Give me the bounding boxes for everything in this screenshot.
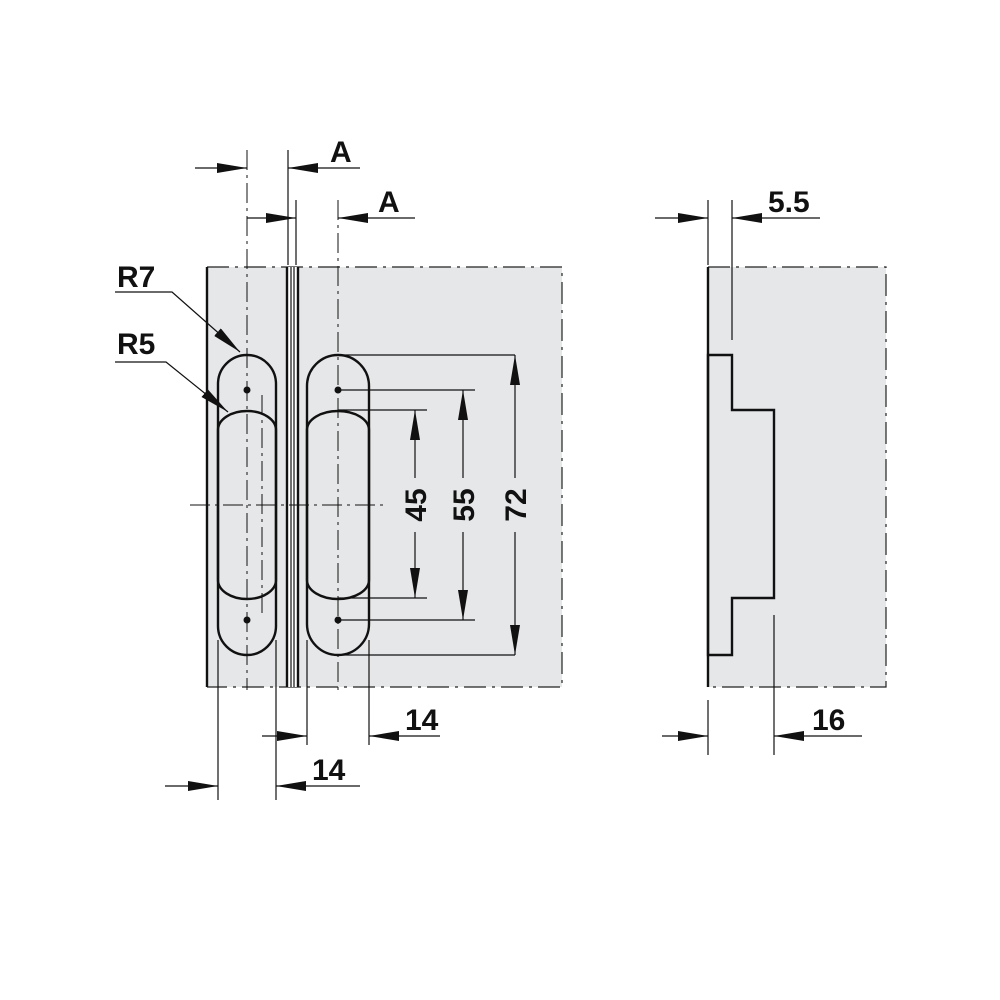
dim-55-label: 55 <box>448 488 481 521</box>
dim-a-top-label: A <box>330 136 352 169</box>
door-panel <box>207 267 562 687</box>
radius-r5-label: R5 <box>117 328 155 361</box>
side-cutout <box>706 353 776 657</box>
side-panel <box>708 267 886 687</box>
panel-outline <box>207 266 563 688</box>
dim-14-right-label: 14 <box>405 704 439 737</box>
dim-16-label: 16 <box>812 704 845 737</box>
dim-72-label: 72 <box>500 488 533 521</box>
radius-r7-label: R7 <box>117 261 155 294</box>
side-view: 5.5 16 <box>655 186 887 755</box>
dim-5-5-label: 5.5 <box>768 186 810 219</box>
dim-a-second-label: A <box>378 186 400 219</box>
dim-45-label: 45 <box>400 488 433 521</box>
frame-gap <box>286 267 298 687</box>
dim-14-left-label: 14 <box>312 754 346 787</box>
front-view: A A R7 R5 45 55 72 <box>115 136 563 800</box>
